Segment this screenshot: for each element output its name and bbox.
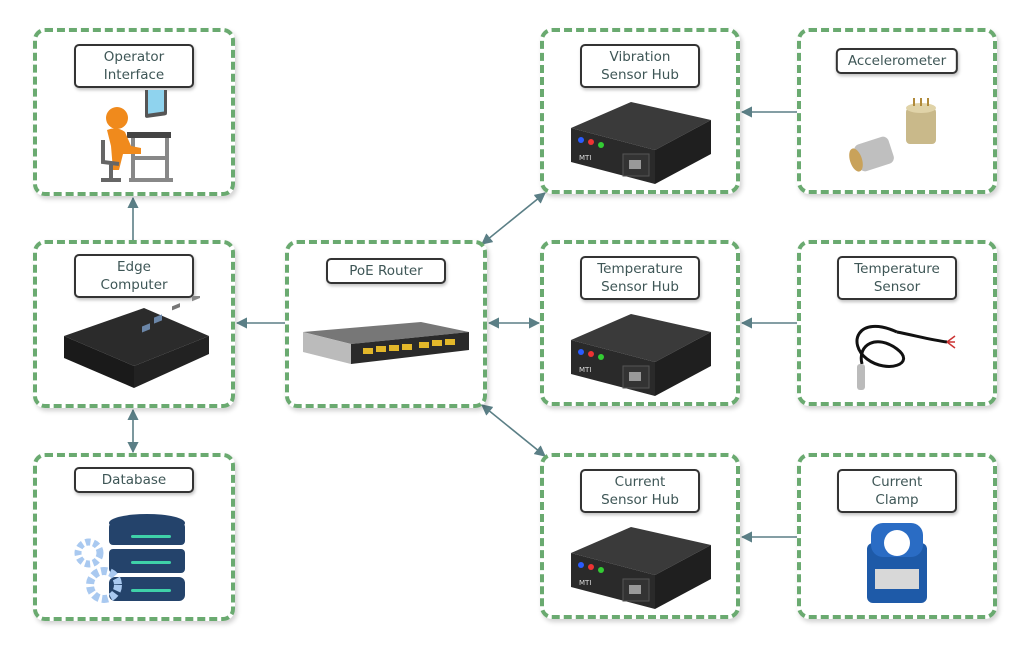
node-operator-interface: Operator Interface (33, 28, 235, 196)
link-router-current-hub (481, 404, 546, 457)
svg-text:MTI: MTI (579, 154, 591, 162)
sensor-hub-device-icon: MTI (567, 519, 713, 611)
database-gears-icon (74, 514, 185, 603)
accelerometer-icon (849, 98, 936, 172)
node-label: Vibration Sensor Hub (580, 44, 700, 88)
node-current-clamp: Current Clamp (797, 453, 997, 619)
node-label: Edge Computer (74, 254, 194, 298)
node-poe-router: PoE Router (285, 240, 487, 408)
node-temperature-sensor-hub: Temperature Sensor Hub MTI (540, 240, 740, 406)
node-accelerometer: Accelerometer (797, 28, 997, 194)
node-label: PoE Router (326, 258, 446, 284)
node-database: Database (33, 453, 235, 621)
svg-text:MTI: MTI (579, 366, 591, 374)
node-label: Current Clamp (837, 469, 957, 513)
sensor-hub-device-icon: MTI (567, 94, 713, 186)
node-edge-computer: Edge Computer (33, 240, 235, 408)
sensor-hub-device-icon: MTI (567, 306, 713, 398)
edge-computer-device-icon (64, 296, 209, 388)
node-label: Operator Interface (74, 44, 194, 88)
person-at-computer-icon (101, 90, 173, 182)
svg-text:MTI: MTI (579, 579, 591, 587)
node-label: Database (74, 467, 194, 493)
node-label: Accelerometer (835, 48, 959, 74)
link-router-vibration-hub (481, 192, 546, 245)
current-clamp-icon (867, 523, 927, 603)
node-label: Temperature Sensor Hub (580, 256, 700, 300)
node-label: Current Sensor Hub (580, 469, 700, 513)
node-label: Temperature Sensor (837, 256, 957, 300)
node-current-sensor-hub: Current Sensor Hub MTI (540, 453, 740, 619)
node-vibration-sensor-hub: Vibration Sensor Hub MTI (540, 28, 740, 194)
temperature-probe-icon (855, 325, 956, 390)
node-temperature-sensor: Temperature Sensor (797, 240, 997, 406)
network-switch-icon (303, 322, 469, 364)
